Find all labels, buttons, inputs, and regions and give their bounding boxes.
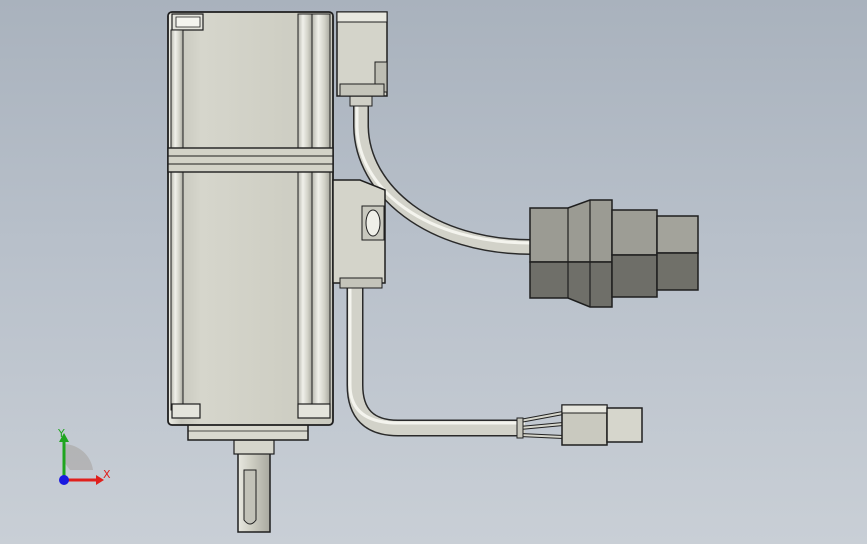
- axis-triad: Y X: [57, 427, 111, 485]
- output-shaft: [233, 439, 275, 533]
- power-cable: [349, 95, 535, 256]
- y-axis-label: Y: [57, 427, 65, 440]
- encoder-cable: [346, 287, 564, 439]
- triad-plane-icon: [64, 444, 93, 470]
- servo-motor: [167, 11, 388, 441]
- power-connector: [529, 199, 699, 308]
- x-axis-arrowhead: [96, 475, 104, 485]
- encoder-wires: [519, 411, 564, 439]
- z-axis-marker: [59, 475, 69, 485]
- x-axis-label: X: [103, 468, 111, 481]
- y-axis-arrowhead: [59, 433, 69, 442]
- encoder-connector: [561, 404, 643, 446]
- encoder-port-housing: [332, 179, 386, 289]
- power-port-housing: [336, 11, 388, 97]
